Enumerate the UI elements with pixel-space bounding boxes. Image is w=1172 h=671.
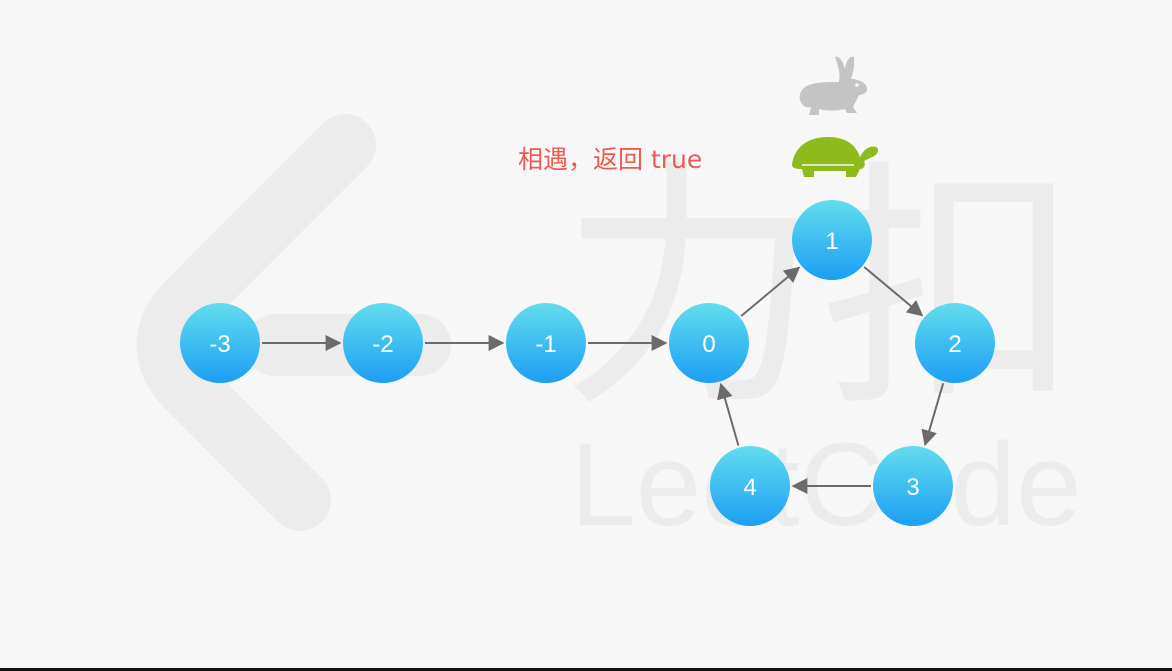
list-node-3: 3 [873,446,953,526]
node-value: -3 [209,331,230,358]
node-value: 3 [906,474,919,501]
node-circle [343,303,423,383]
node-value: 1 [825,228,838,255]
nodes-layer: -3 -2 -1 0 1 2 3 4 [180,200,995,526]
edge-arrow-1-to-2 [863,266,924,317]
list-node-1: 1 [792,200,872,280]
watermark-logo-shape [136,114,376,531]
node-circle [710,446,790,526]
node-value: 0 [702,331,715,358]
node-circle [180,303,260,383]
list-node-2: 2 [915,303,995,383]
node-value: -2 [372,331,393,358]
leetcode-watermark: 力扣 LeetCode [136,114,1082,551]
list-node-0: 0 [669,303,749,383]
edge-arrow-4-to-0 [717,382,740,446]
list-node--3: -3 [180,303,260,383]
list-node--1: -1 [506,303,586,383]
list-node-4: 4 [710,446,790,526]
node-circle [792,200,872,280]
node-circle [669,303,749,383]
edges-layer [262,266,945,494]
node-circle [873,446,953,526]
rabbit-icon [799,56,867,115]
list-node--2: -2 [343,303,423,383]
edge-arrow-2-to-3 [921,383,945,447]
watermark-brand: 力扣 [560,140,1080,442]
node-value: 4 [743,474,756,501]
turtle-icon [792,137,879,177]
edge-arrow-0-to-1 [740,266,801,317]
status-message: 相遇，返回 true [518,145,702,174]
node-circle [506,303,586,383]
node-value: 2 [948,331,961,358]
node-value: -1 [535,331,556,358]
node-circle [915,303,995,383]
bottom-border [0,668,1172,671]
